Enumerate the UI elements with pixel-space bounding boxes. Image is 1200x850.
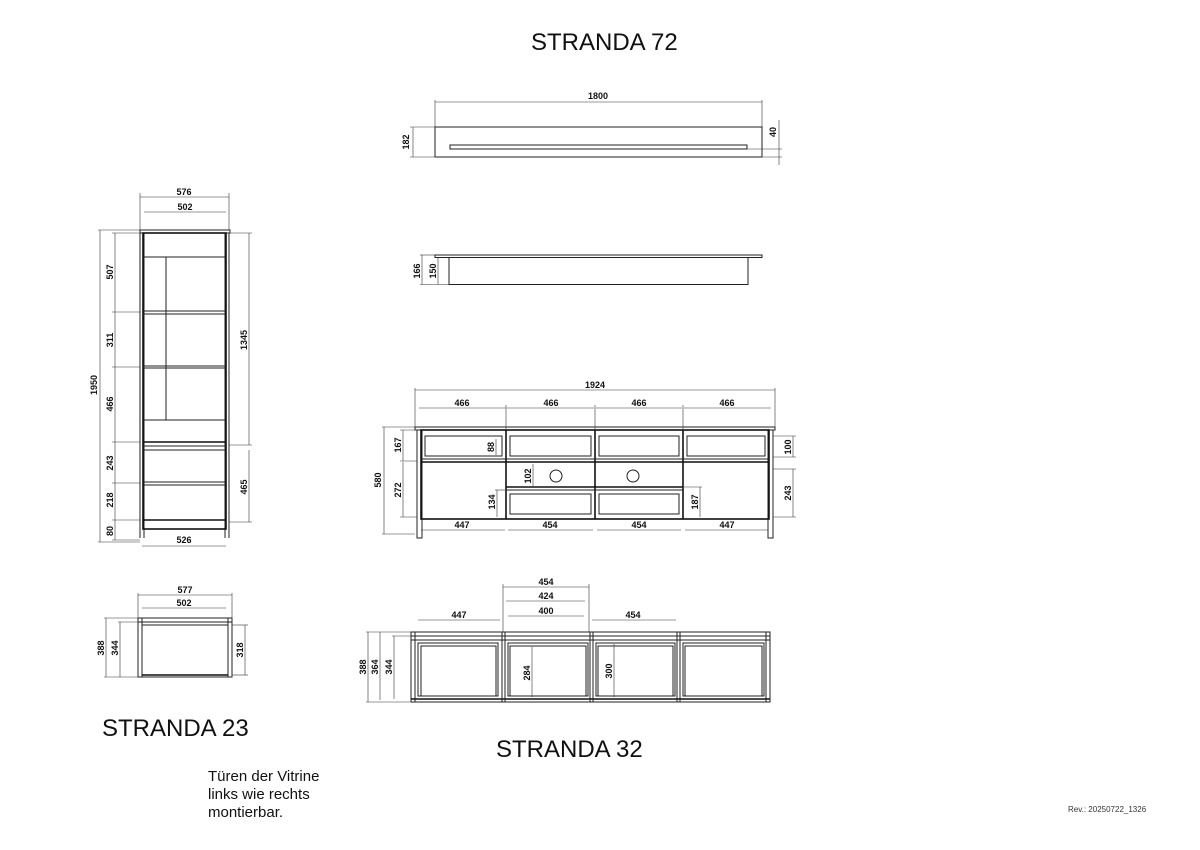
dim-lowboard-open-compartment: 102 bbox=[523, 468, 533, 483]
assembly-note: Türen der Vitrine links wie rechts monti… bbox=[208, 768, 319, 822]
lowboard-top-view: 454 424 400 447 454 388 364 344 284 300 bbox=[358, 577, 771, 703]
dim-vitrine-top-depth-total: 388 bbox=[96, 640, 106, 655]
dim-lowboard-right-lower-drawer: 187 bbox=[690, 494, 700, 509]
dim-lowboard-lower-drawer: 134 bbox=[487, 494, 497, 509]
dim-lowboard-height-lower: 272 bbox=[393, 482, 403, 497]
dim-vitrine-section-2: 311 bbox=[105, 333, 115, 348]
dim-vitrine-width-bottom: 526 bbox=[176, 535, 191, 545]
dim-lowboard-height-total: 580 bbox=[373, 472, 383, 487]
dim-lowboard-top-depth-total: 388 bbox=[358, 659, 368, 674]
dim-lowboard-top-seg-2: 466 bbox=[543, 398, 558, 408]
note-line-1: Türen der Vitrine bbox=[208, 768, 320, 785]
dim-lowboard-inner-depth-a: 284 bbox=[522, 665, 532, 680]
dim-lowboard-right-drawer-row: 100 bbox=[783, 439, 793, 454]
title-stranda-23: STRANDA 23 bbox=[102, 715, 249, 742]
dim-shelf-height-total: 166 bbox=[412, 263, 422, 278]
lowboard-front-view: 1924 466 466 466 466 447 454 454 447 580… bbox=[373, 380, 796, 539]
dim-vitrine-height-lower: 465 bbox=[239, 479, 249, 494]
dim-vitrine-top-width-outer: 577 bbox=[177, 585, 192, 595]
dim-lowboard-height-drawer-row: 167 bbox=[393, 437, 403, 452]
shelf-front-view: 166 150 bbox=[412, 254, 763, 285]
revision-label: Rev.: 20250722_1326 bbox=[1068, 805, 1147, 814]
dim-lowboard-top-middle-mid: 424 bbox=[538, 591, 553, 601]
dim-lowboard-width-total: 1924 bbox=[585, 380, 605, 390]
dim-vitrine-section-4: 243 bbox=[105, 455, 115, 470]
vitrine-top-view: 577 502 388 344 318 bbox=[96, 585, 248, 678]
note-line-2: links wie rechts bbox=[208, 786, 310, 803]
dim-lowboard-bottom-seg-2: 454 bbox=[542, 520, 557, 530]
dim-lowboard-top-middle-inner: 400 bbox=[538, 606, 553, 616]
dim-lowboard-right-lower: 243 bbox=[783, 485, 793, 500]
dim-lowboard-top-middle-outer: 454 bbox=[538, 577, 553, 587]
dim-vitrine-section-1: 507 bbox=[105, 264, 115, 279]
dim-vitrine-top-depth-inner: 344 bbox=[110, 640, 120, 655]
dim-vitrine-width-inner: 502 bbox=[177, 202, 192, 212]
dim-lowboard-top-seg-right: 454 bbox=[625, 610, 640, 620]
title-stranda-32: STRANDA 32 bbox=[496, 736, 643, 763]
dim-lowboard-bottom-seg-3: 454 bbox=[631, 520, 646, 530]
dim-lowboard-top-seg-3: 466 bbox=[631, 398, 646, 408]
dim-lowboard-inner-depth-b: 300 bbox=[604, 663, 614, 678]
dim-lowboard-bottom-seg-1: 447 bbox=[454, 520, 469, 530]
note-line-3: montierbar. bbox=[208, 804, 284, 821]
vitrine-front-view: 576 502 526 1950 507 311 466 243 218 80 … bbox=[89, 187, 252, 547]
dim-vitrine-section-5: 218 bbox=[105, 492, 115, 507]
dim-lowboard-bottom-seg-4: 447 bbox=[719, 520, 734, 530]
dim-vitrine-section-6: 80 bbox=[105, 526, 115, 536]
dim-vitrine-height-glass: 1345 bbox=[239, 330, 249, 350]
dim-shelf-width: 1800 bbox=[588, 91, 608, 101]
dim-shelf-slot: 40 bbox=[768, 127, 778, 137]
dim-vitrine-width-outer: 576 bbox=[176, 187, 191, 197]
title-stranda-72: STRANDA 72 bbox=[531, 29, 678, 56]
shelf-top-view: 1800 182 40 bbox=[401, 91, 782, 165]
dim-lowboard-top-depth-mid: 364 bbox=[370, 659, 380, 674]
dim-vitrine-top-width-inner: 502 bbox=[176, 598, 191, 608]
dim-shelf-depth: 182 bbox=[401, 134, 411, 149]
dim-lowboard-top-seg-4: 466 bbox=[719, 398, 734, 408]
dim-lowboard-top-seg-1: 466 bbox=[454, 398, 469, 408]
dim-lowboard-drawer-inner: 88 bbox=[486, 442, 496, 452]
dim-vitrine-section-3: 466 bbox=[105, 396, 115, 411]
dim-vitrine-height-total: 1950 bbox=[89, 375, 99, 395]
dim-vitrine-top-depth-right: 318 bbox=[235, 642, 245, 657]
dim-lowboard-top-depth-inner: 344 bbox=[384, 659, 394, 674]
dim-shelf-height-body: 150 bbox=[428, 263, 438, 278]
dim-lowboard-top-seg-left: 447 bbox=[451, 610, 466, 620]
